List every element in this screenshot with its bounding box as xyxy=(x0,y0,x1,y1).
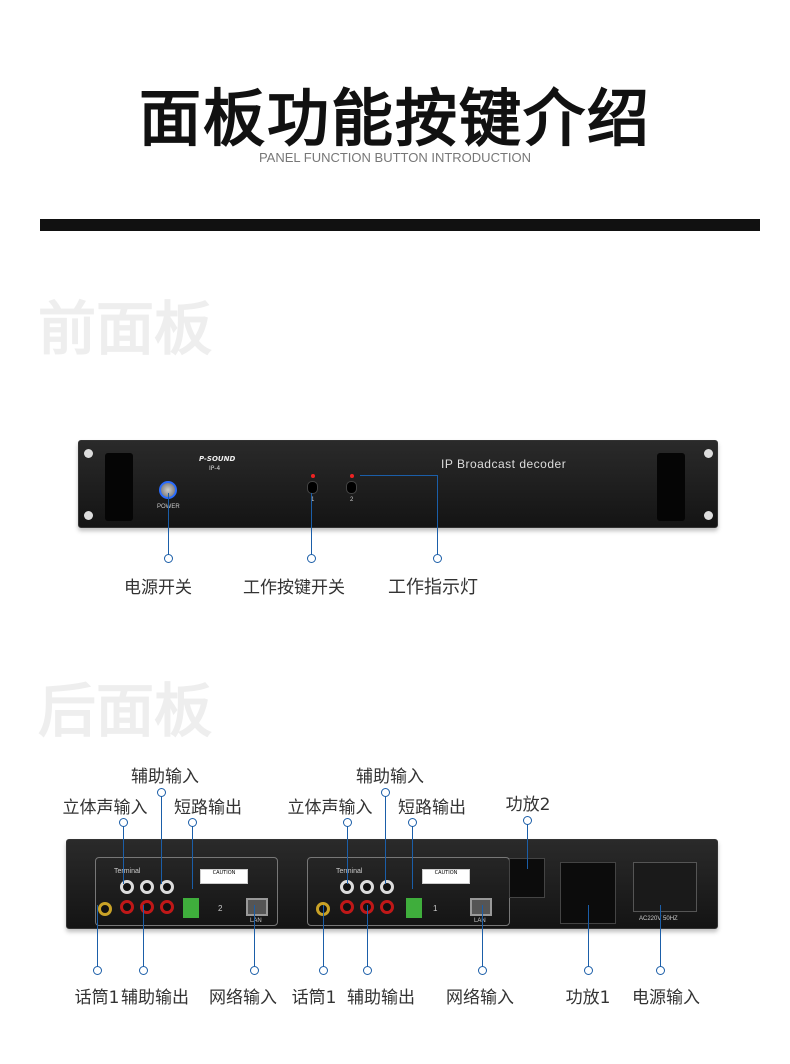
callout-mic-1: 话筒1 xyxy=(74,988,120,1008)
callout-amp-1: 功放1 xyxy=(565,988,611,1008)
callout-line xyxy=(588,905,589,967)
line-in-jack xyxy=(340,900,354,914)
callout-dot xyxy=(381,788,390,797)
lan-label: LAN xyxy=(250,918,262,924)
lan-label: LAN xyxy=(474,918,486,924)
caution-label: CAUTION xyxy=(200,869,248,884)
aux-input-jack xyxy=(140,880,154,894)
callout-dot xyxy=(157,788,166,797)
callout-line xyxy=(660,905,661,967)
channel-1-module: Terminal CAUTION 1 LAN xyxy=(307,857,510,926)
callout-line xyxy=(192,826,193,889)
terminal-label: Terminal xyxy=(336,868,363,875)
short-output-terminal xyxy=(183,898,199,918)
callout-dot xyxy=(307,554,316,563)
lan-port[interactable] xyxy=(246,898,268,916)
callout-dot xyxy=(93,966,102,975)
indicator-light-2 xyxy=(350,474,354,478)
callout-line xyxy=(123,826,124,884)
button-1-label: 1 xyxy=(311,497,315,503)
aux-in-jack xyxy=(380,900,394,914)
callout-network-input: 网络输入 xyxy=(446,988,514,1008)
callout-stereo-input: 立体声输入 xyxy=(62,798,148,818)
aux-input-jack xyxy=(360,880,374,894)
page-subtitle: PANEL FUNCTION BUTTON INTRODUCTION xyxy=(258,150,532,165)
callout-dot xyxy=(319,966,328,975)
callout-aux-input: 辅助输入 xyxy=(356,767,424,787)
mic-jack xyxy=(98,902,112,916)
callout-dot xyxy=(584,966,593,975)
page-title: 面板功能按键介绍 xyxy=(138,82,651,155)
callout-dot xyxy=(478,966,487,975)
aux-input-jack xyxy=(380,880,394,894)
lan-port[interactable] xyxy=(470,898,492,916)
callout-work-button: 工作按键开关 xyxy=(243,578,345,598)
callout-line xyxy=(367,905,368,967)
callout-aux-output: 辅助输出 xyxy=(121,988,189,1008)
callout-amp-2: 功放2 xyxy=(505,795,551,815)
callout-line xyxy=(143,905,144,967)
callout-dot xyxy=(343,818,352,827)
callout-line xyxy=(412,826,413,889)
callout-network-input: 网络输入 xyxy=(209,988,277,1008)
callout-dot xyxy=(523,816,532,825)
indicator-light-1 xyxy=(311,474,315,478)
callout-dot xyxy=(408,818,417,827)
callout-short-output: 短路输出 xyxy=(398,798,466,818)
work-button-2[interactable] xyxy=(346,481,357,494)
mount-hole xyxy=(704,449,713,458)
divider-bar xyxy=(40,219,760,231)
callout-line xyxy=(385,796,386,884)
work-button-1[interactable] xyxy=(307,481,318,494)
callout-dot xyxy=(139,966,148,975)
callout-dot xyxy=(250,966,259,975)
callout-line xyxy=(527,824,528,869)
callout-dot xyxy=(188,818,197,827)
terminal-label: Terminal xyxy=(114,868,141,875)
callout-stereo-input: 立体声输入 xyxy=(287,798,373,818)
caution-label: CAUTION xyxy=(422,869,470,884)
channel-2-module: Terminal CAUTION 2 LAN xyxy=(95,857,278,926)
callout-dot xyxy=(164,554,173,563)
mount-hole xyxy=(84,449,93,458)
channel-number: 2 xyxy=(218,904,223,913)
callout-line xyxy=(482,905,483,967)
channel-number: 1 xyxy=(433,904,438,913)
aux-in-jack xyxy=(160,900,174,914)
rack-handle xyxy=(105,453,133,521)
mount-hole xyxy=(704,511,713,520)
callout-dot xyxy=(119,818,128,827)
front-section-title: 前面板 xyxy=(38,295,213,363)
callout-dot xyxy=(433,554,442,563)
callout-line xyxy=(161,796,162,884)
callout-line xyxy=(254,905,255,967)
callout-dot xyxy=(363,966,372,975)
callout-aux-output: 辅助输出 xyxy=(347,988,415,1008)
callout-aux-input: 辅助输入 xyxy=(131,767,199,787)
short-output-terminal xyxy=(406,898,422,918)
brand-logo: P-SOUND xyxy=(199,455,236,463)
callout-power-input: 电源输入 xyxy=(632,988,700,1008)
mount-hole xyxy=(84,511,93,520)
callout-short-output: 短路输出 xyxy=(174,798,242,818)
rear-section-title: 后面板 xyxy=(38,677,213,745)
callout-line xyxy=(97,905,98,967)
device-name: IP Broadcast decoder xyxy=(441,457,567,471)
button-2-label: 2 xyxy=(350,497,354,503)
callout-mic-1: 话筒1 xyxy=(291,988,337,1008)
rear-panel-device: Terminal CAUTION 2 LAN Terminal CAUTION … xyxy=(66,839,718,929)
model-label: IP-4 xyxy=(209,465,221,472)
front-panel-device: P-SOUND IP-4 IP Broadcast decoder POWER … xyxy=(78,440,718,528)
callout-dot xyxy=(656,966,665,975)
aux-input-jack xyxy=(160,880,174,894)
power-rating-label: AC220V 50HZ xyxy=(639,916,678,922)
callout-line xyxy=(347,826,348,884)
line-in-jack xyxy=(120,900,134,914)
callout-line xyxy=(323,905,324,967)
callout-indicator: 工作指示灯 xyxy=(388,577,478,598)
power-inlet xyxy=(633,862,697,912)
callout-power-switch: 电源开关 xyxy=(124,578,192,598)
rack-handle xyxy=(657,453,685,521)
